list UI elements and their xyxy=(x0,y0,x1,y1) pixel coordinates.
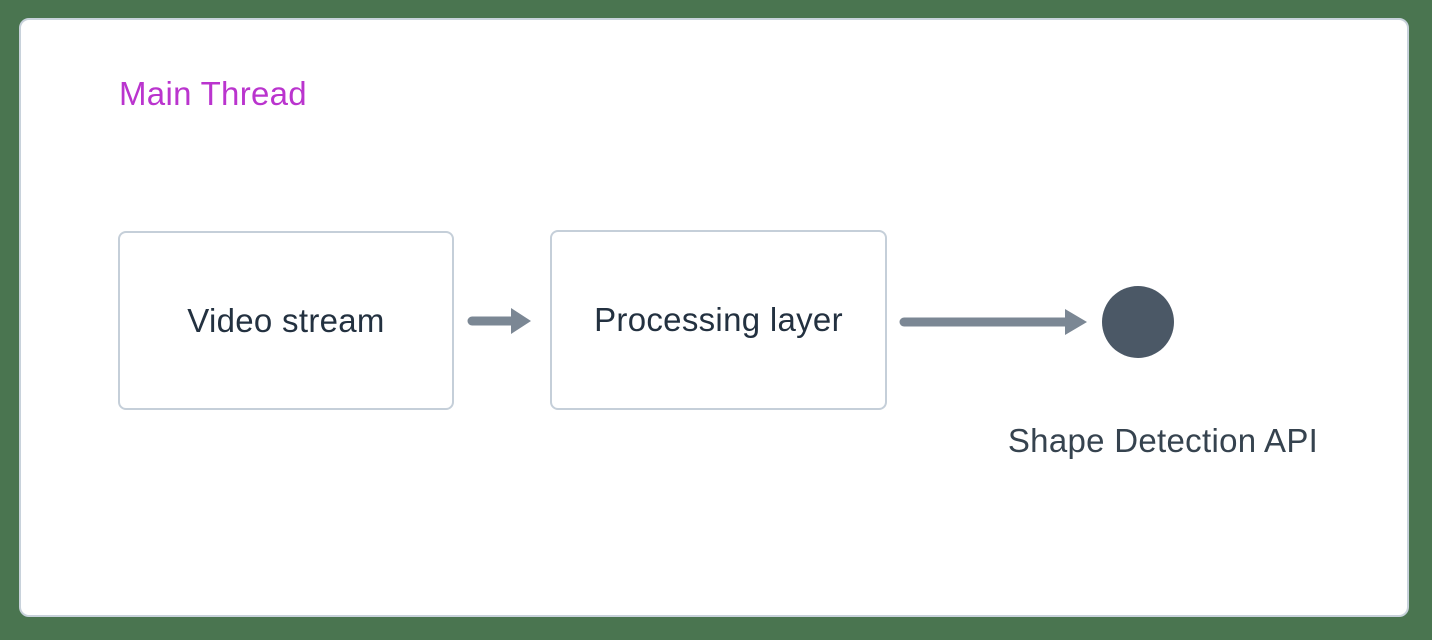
main-thread-panel: Main Thread Video stream Processing laye… xyxy=(19,18,1409,617)
main-thread-label: Main Thread xyxy=(119,75,307,112)
node-processing-layer-label: Processing layer xyxy=(594,301,843,338)
shape-detection-circle-icon xyxy=(1102,286,1174,358)
node-video-stream: Video stream xyxy=(118,231,454,410)
node-video-stream-label: Video stream xyxy=(187,301,385,339)
arrow-right-icon xyxy=(899,309,1087,335)
shape-detection-api-label: Shape Detection API xyxy=(1007,422,1319,459)
arrow-right-icon xyxy=(467,308,531,334)
node-processing-layer: Processing layer xyxy=(550,230,887,410)
